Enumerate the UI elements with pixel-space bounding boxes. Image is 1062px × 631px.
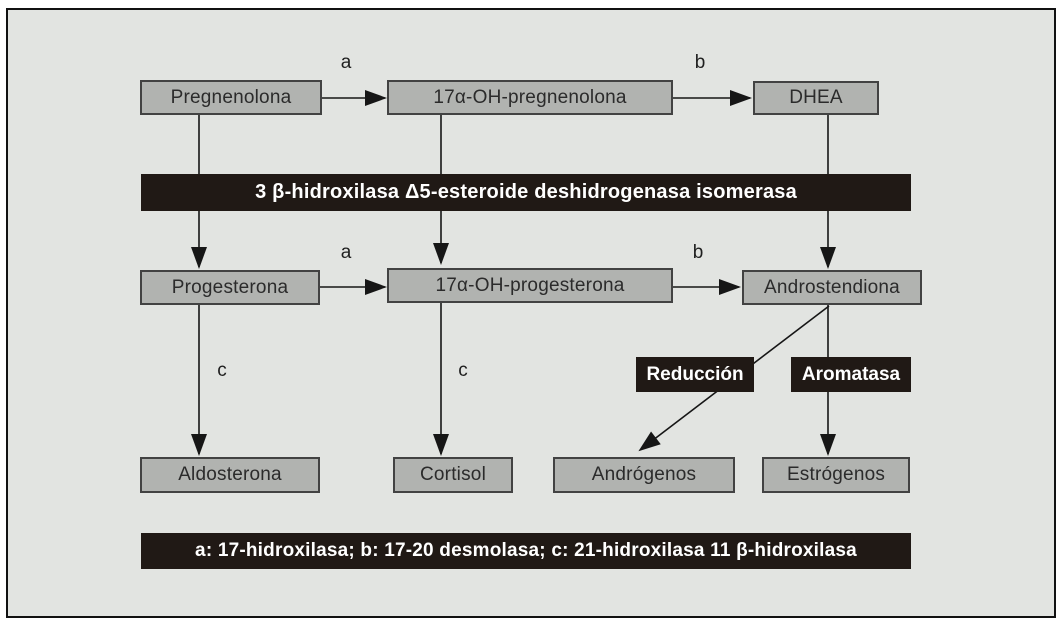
arrow-label-b-row2: b xyxy=(692,242,704,263)
node-17a-oh-progesterona: 17α-OH-progesterona xyxy=(387,268,673,303)
node-pregnenolona: Pregnenolona xyxy=(140,80,322,115)
node-cortisol: Cortisol xyxy=(393,457,513,493)
arrow-label-a-row2: a xyxy=(340,242,352,263)
arrow-label-b-row1: b xyxy=(694,52,706,73)
enzyme-banner-3b-hidroxilasa: 3 β-hidroxilasa Δ5-esteroide deshidrogen… xyxy=(141,174,911,211)
node-androgenos: Andrógenos xyxy=(553,457,735,493)
node-aldosterona: Aldosterona xyxy=(140,457,320,493)
arrow-label-c-middle: c xyxy=(458,360,468,381)
enzyme-label-reduccion: Reducción xyxy=(636,357,754,392)
arrow-label-a-row1: a xyxy=(340,52,352,73)
node-17a-oh-pregnenolona: 17α-OH-pregnenolona xyxy=(387,80,673,115)
node-androstendiona: Androstendiona xyxy=(742,270,922,305)
legend-banner: a: 17-hidroxilasa; b: 17-20 desmolasa; c… xyxy=(141,533,911,569)
arrow-label-c-left: c xyxy=(217,360,227,381)
enzyme-label-aromatasa: Aromatasa xyxy=(791,357,911,392)
node-dhea: DHEA xyxy=(753,81,879,115)
node-progesterona: Progesterona xyxy=(140,270,320,305)
node-estrogenos: Estrógenos xyxy=(762,457,910,493)
